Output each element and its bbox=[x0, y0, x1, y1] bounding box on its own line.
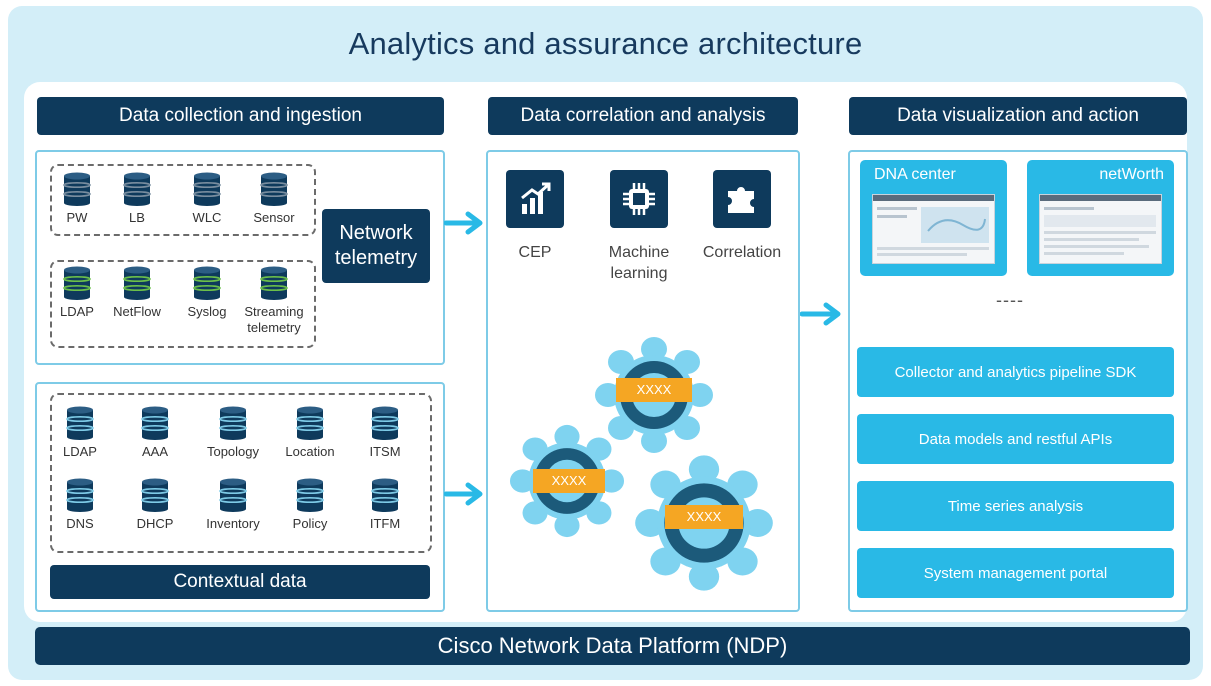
database-icon bbox=[270, 406, 350, 440]
source-item: PW bbox=[37, 172, 117, 226]
database-icon bbox=[193, 406, 273, 440]
database-icon bbox=[40, 478, 120, 512]
source-item: Streaming telemetry bbox=[234, 266, 314, 336]
source-item: Inventory bbox=[193, 478, 273, 532]
action-collector-sdk[interactable]: Collector and analytics pipeline SDK bbox=[857, 347, 1174, 397]
chart-growth-icon bbox=[506, 170, 564, 228]
telemetry-devices-group bbox=[50, 164, 316, 236]
source-item: DHCP bbox=[115, 478, 195, 532]
tool-label: Machine learning bbox=[608, 244, 670, 282]
source-label: Topology bbox=[206, 444, 260, 459]
action-time-series[interactable]: Time series analysis bbox=[857, 481, 1174, 531]
card-title: DNA center bbox=[874, 166, 956, 183]
source-label: PW bbox=[66, 210, 88, 225]
database-icon bbox=[37, 172, 117, 206]
dashboard-thumbnail bbox=[1039, 194, 1162, 264]
ellipsis: ---- bbox=[996, 290, 1024, 310]
header-correlation: Data correlation and analysis bbox=[488, 97, 798, 135]
database-icon bbox=[234, 266, 314, 300]
source-label: Location bbox=[285, 444, 335, 459]
source-label: Syslog bbox=[187, 304, 227, 319]
source-item: LDAP bbox=[40, 406, 120, 460]
source-label: WLC bbox=[192, 210, 222, 225]
database-icon bbox=[37, 266, 117, 300]
telemetry-sources-group bbox=[50, 260, 316, 348]
cep-tool: CEP bbox=[492, 170, 578, 263]
card-title: netWorth bbox=[1099, 166, 1164, 183]
source-item: DNS bbox=[40, 478, 120, 532]
source-item: NetFlow bbox=[97, 266, 177, 320]
database-icon bbox=[270, 478, 350, 512]
database-icon bbox=[345, 478, 425, 512]
source-label: NetFlow bbox=[113, 304, 161, 319]
gear-label: XXXX bbox=[665, 505, 743, 529]
source-item: Topology bbox=[193, 406, 273, 460]
database-icon bbox=[167, 172, 247, 206]
source-label: Streaming telemetry bbox=[244, 304, 304, 335]
database-icon bbox=[193, 478, 273, 512]
source-label: AAA bbox=[141, 444, 168, 459]
database-icon bbox=[115, 406, 195, 440]
arrow-right-icon bbox=[800, 302, 841, 326]
networth-card[interactable]: netWorth bbox=[1027, 160, 1174, 276]
action-data-models[interactable]: Data models and restful APIs bbox=[857, 414, 1174, 464]
source-label: LDAP bbox=[63, 444, 97, 459]
correlation-tool: Correlation bbox=[692, 170, 792, 263]
database-icon bbox=[97, 266, 177, 300]
tool-label: CEP bbox=[518, 244, 552, 261]
source-item: Policy bbox=[270, 478, 350, 532]
arrow-right-icon bbox=[444, 482, 483, 506]
source-item: WLC bbox=[167, 172, 247, 226]
source-item: AAA bbox=[115, 406, 195, 460]
source-label: DNS bbox=[66, 516, 94, 531]
contextual-sources-group bbox=[50, 393, 432, 553]
action-system-portal[interactable]: System management portal bbox=[857, 548, 1174, 598]
tool-label: Correlation bbox=[702, 244, 782, 261]
database-icon bbox=[345, 406, 425, 440]
network-telemetry-label: Network telemetry bbox=[322, 209, 430, 283]
contextual-data-label: Contextual data bbox=[50, 565, 430, 599]
database-icon bbox=[40, 406, 120, 440]
gear-label: XXXX bbox=[616, 378, 692, 402]
gear-label: XXXX bbox=[533, 469, 605, 493]
source-item: Location bbox=[270, 406, 350, 460]
source-label: ITFM bbox=[369, 516, 401, 531]
source-label: Inventory bbox=[206, 516, 260, 531]
database-icon bbox=[115, 478, 195, 512]
source-label: LB bbox=[129, 210, 145, 225]
database-icon bbox=[234, 172, 314, 206]
source-label: DHCP bbox=[136, 516, 174, 531]
source-label: Policy bbox=[292, 516, 328, 531]
source-item: Syslog bbox=[167, 266, 247, 320]
source-item: Sensor bbox=[234, 172, 314, 226]
source-item: LB bbox=[97, 172, 177, 226]
arrow-right-icon bbox=[444, 211, 483, 235]
diagram-title: Analytics and assurance architecture bbox=[348, 26, 863, 61]
machine-learning-tool: Machine learning bbox=[594, 170, 684, 284]
source-item: ITFM bbox=[345, 478, 425, 532]
header-collection: Data collection and ingestion bbox=[37, 97, 444, 135]
source-label: LDAP bbox=[60, 304, 94, 319]
database-icon bbox=[167, 266, 247, 300]
dna-center-card[interactable]: DNA center bbox=[860, 160, 1007, 276]
source-label: ITSM bbox=[369, 444, 401, 459]
database-icon bbox=[97, 172, 177, 206]
header-visualization: Data visualization and action bbox=[849, 97, 1187, 135]
dashboard-thumbnail bbox=[872, 194, 995, 264]
chip-icon bbox=[610, 170, 668, 228]
source-label: Sensor bbox=[253, 210, 295, 225]
source-item: LDAP bbox=[37, 266, 117, 320]
platform-footer: Cisco Network Data Platform (NDP) bbox=[35, 627, 1190, 665]
source-item: ITSM bbox=[345, 406, 425, 460]
puzzle-icon bbox=[713, 170, 771, 228]
